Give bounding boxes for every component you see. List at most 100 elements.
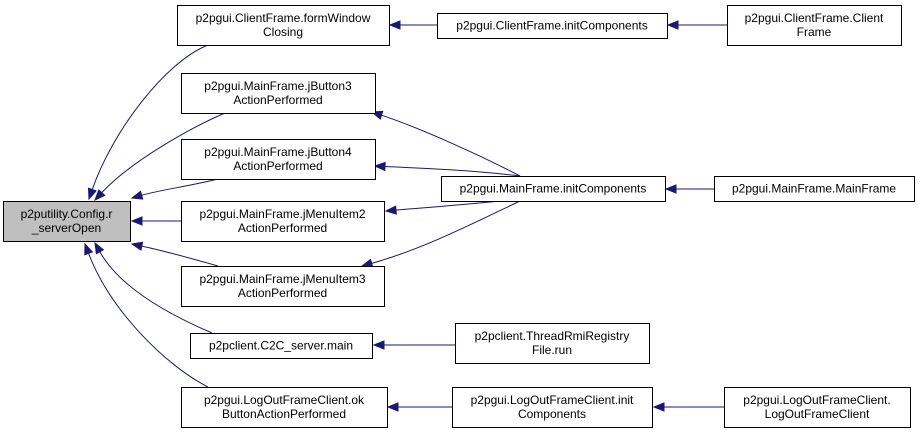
node-mf_init[interactable]: p2pgui.MainFrame.initComponents (441, 176, 666, 202)
node-label: p2putility.Config.r (21, 207, 113, 221)
node-label: p2pclient.C2C_server.main (209, 339, 353, 353)
arrowhead-icon (652, 402, 665, 412)
node-label: p2pgui.LogOutFrameClient. (743, 393, 890, 407)
edge-line (141, 178, 219, 196)
node-label: p2pgui.MainFrame.initComponents (460, 182, 647, 196)
node-box (727, 5, 902, 46)
arrowhead-icon (94, 241, 105, 255)
call-edge-c2c_main-to-config (94, 241, 213, 334)
call-edge-mf_init-to-mf_m2 (384, 200, 501, 215)
node-box (177, 5, 390, 46)
edge-line (91, 44, 209, 190)
node-box (437, 13, 668, 39)
node-label: File.run (532, 343, 572, 357)
node-box (452, 387, 653, 428)
node-label: Components (518, 407, 586, 421)
node-box (181, 73, 376, 114)
node-config[interactable]: p2putility.Config.r_serverOpen (3, 201, 131, 242)
node-box (190, 333, 373, 359)
node-c2c_main[interactable]: p2pclient.C2C_server.main (190, 333, 373, 359)
call-edge-lo_ok-to-config (84, 242, 209, 388)
node-label: LogOutFrameClient (765, 407, 870, 421)
call-edge-rmi_run-to-c2c_main (372, 340, 456, 350)
edge-line (141, 245, 219, 267)
call-edge-lo_ctor-to-lo_init (652, 402, 725, 412)
call-edge-mf_init-to-mf_b4 (373, 161, 521, 177)
arrowhead-icon (388, 20, 401, 30)
call-edge-cf_ctor-to-cf_init (666, 20, 727, 30)
node-cf_ctor[interactable]: p2pgui.ClientFrame.ClientFrame (727, 5, 902, 46)
call-edge-mf_b4-to-config (130, 178, 219, 200)
node-cf_init[interactable]: p2pgui.ClientFrame.initComponents (437, 13, 668, 39)
node-label: p2pgui.LogOutFrameClient.init (471, 393, 634, 407)
edge-line (384, 165, 521, 177)
edge-line (101, 112, 226, 193)
node-label: p2pgui.MainFrame.MainFrame (732, 182, 896, 196)
node-lo_ok[interactable]: p2pgui.LogOutFrameClient.okButtonActionP… (181, 387, 388, 428)
node-label: p2pgui.ClientFrame.formWindow (196, 11, 371, 25)
arrowhead-icon (130, 216, 143, 226)
node-label: p2pgui.ClientFrame.Client (745, 11, 884, 25)
arrowhead-icon (130, 241, 144, 251)
node-label: p2pgui.MainFrame.jButton4 (204, 145, 352, 159)
node-box (181, 139, 376, 180)
arrowhead-icon (384, 205, 397, 215)
call-edge-mf_m3-to-config (130, 241, 219, 267)
node-lo_ctor[interactable]: p2pgui.LogOutFrameClient.LogOutFrameClie… (724, 387, 911, 428)
node-label: p2pgui.MainFrame.jMenuItem2 (199, 207, 365, 221)
arrowhead-icon (372, 340, 385, 350)
node-box (441, 176, 666, 202)
node-label: Frame (797, 25, 832, 39)
edge-line (371, 200, 521, 264)
node-box (714, 176, 915, 202)
edge-line (395, 200, 501, 211)
node-label: p2pclient.ThreadRmiRegistry (475, 329, 630, 343)
call-edge-mf_b3-to-config (94, 112, 226, 201)
node-box (181, 201, 385, 242)
node-label: ButtonActionPerformed (222, 407, 346, 421)
node-box (181, 266, 385, 307)
arrowhead-icon (373, 161, 386, 172)
node-mf_m3[interactable]: p2pgui.MainFrame.jMenuItem3ActionPerform… (181, 266, 385, 307)
node-box (181, 387, 388, 428)
node-box (455, 323, 650, 364)
arrowhead-icon (666, 20, 679, 30)
edge-line (381, 114, 521, 177)
node-label: p2pgui.MainFrame.jMenuItem3 (199, 272, 365, 286)
arrowhead-icon (94, 189, 106, 201)
node-label: p2pgui.ClientFrame.initComponents (456, 19, 647, 33)
nodes-layer: p2putility.Config.r_serverOpen p2pgui.Cli… (3, 5, 915, 428)
call-edge-mf_ctor-to-mf_init (664, 184, 715, 194)
node-label: ActionPerformed (238, 221, 327, 235)
call-edge-cf_init-to-cf_close (388, 20, 437, 30)
arrowhead-icon (386, 402, 399, 412)
arrowhead-icon (87, 187, 97, 201)
call-edge-cf_close-to-config (87, 44, 209, 201)
arrowhead-icon (84, 242, 94, 256)
call-edge-mf_init-to-mf_m3 (360, 200, 521, 268)
node-mf_m2[interactable]: p2pgui.MainFrame.jMenuItem2ActionPerform… (181, 201, 385, 242)
node-box (3, 201, 131, 242)
edges-layer (84, 20, 727, 412)
call-edge-lo_init-to-lo_ok (386, 402, 453, 412)
node-label: ActionPerformed (233, 159, 322, 173)
node-lo_init[interactable]: p2pgui.LogOutFrameClient.initComponents (452, 387, 653, 428)
node-box (724, 387, 911, 428)
node-label: ActionPerformed (238, 286, 327, 300)
node-label: p2pgui.LogOutFrameClient.ok (204, 393, 365, 407)
arrowhead-icon (130, 190, 144, 200)
edge-line (99, 251, 213, 334)
arrowhead-icon (664, 184, 677, 194)
node-label: ActionPerformed (233, 93, 322, 107)
edge-line (88, 253, 209, 388)
node-mf_ctor[interactable]: p2pgui.MainFrame.MainFrame (714, 176, 915, 202)
node-label: Closing (263, 25, 303, 39)
node-label: _serverOpen (31, 221, 101, 235)
call-edge-mf_m2-to-config (130, 216, 181, 226)
call-edge-mf_init-to-mf_b3 (370, 110, 521, 177)
